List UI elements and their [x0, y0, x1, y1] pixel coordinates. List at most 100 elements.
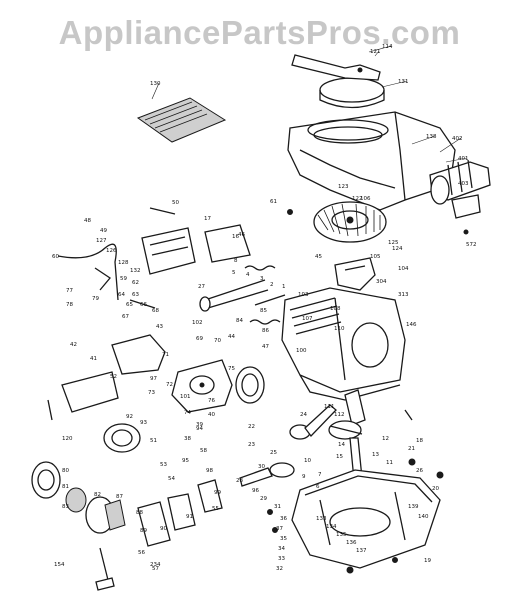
fasteners	[47, 207, 469, 574]
part-label-43: 43	[156, 324, 163, 330]
part-label-17: 17	[204, 216, 211, 222]
part-label-53: 53	[160, 462, 167, 468]
part-label-11: 11	[386, 460, 393, 466]
part-label-94: 94	[196, 426, 203, 432]
part-label-12: 12	[382, 436, 389, 442]
part-label-105: 105	[370, 254, 381, 260]
part-label-34: 34	[278, 546, 285, 552]
part-label-95: 95	[182, 458, 189, 464]
part-label-89: 89	[140, 528, 147, 534]
part-label-107: 107	[302, 316, 313, 322]
part-label-108: 108	[330, 306, 341, 312]
part-label-71: 71	[162, 352, 169, 358]
leader-line-402	[439, 137, 462, 153]
part-label-63: 63	[132, 292, 139, 298]
part-label-69: 69	[196, 336, 203, 342]
air-filter	[136, 97, 227, 143]
part-label-304: 304	[376, 279, 387, 285]
part-label-127: 127	[96, 238, 107, 244]
part-label-15: 15	[336, 454, 343, 460]
part-label-83: 83	[62, 504, 69, 510]
part-label-7: 7	[318, 472, 322, 478]
part-label-87: 87	[116, 494, 123, 500]
oil-sump	[291, 469, 441, 569]
part-label-88: 88	[136, 510, 143, 516]
part-label-18: 18	[416, 438, 423, 444]
part-label-112: 112	[334, 412, 345, 418]
part-label-96: 96	[252, 488, 259, 494]
part-label-81: 81	[62, 484, 69, 490]
part-label-35: 35	[280, 536, 287, 542]
part-label-38: 38	[184, 436, 191, 442]
part-label-27: 27	[198, 284, 205, 290]
part-label-39: 39	[196, 422, 203, 428]
valve-cover	[141, 224, 251, 275]
part-label-37: 37	[276, 526, 283, 532]
part-label-139: 139	[408, 504, 419, 510]
blower-housing	[287, 111, 456, 211]
part-label-28: 28	[236, 478, 243, 484]
part-label-134: 134	[326, 524, 337, 530]
carburetor	[111, 334, 265, 413]
part-label-46: 46	[238, 232, 245, 238]
part-label-132: 132	[130, 268, 141, 274]
part-label-86: 86	[262, 328, 269, 334]
part-label-93: 93	[140, 420, 147, 426]
part-label-128: 128	[118, 260, 129, 266]
part-label-313: 313	[398, 292, 409, 298]
part-label-6: 6	[316, 484, 320, 490]
part-label-5: 5	[232, 270, 236, 276]
part-label-65: 65	[126, 302, 133, 308]
part-label-56: 56	[138, 550, 145, 556]
leader-line-401	[445, 157, 468, 163]
part-label-98: 98	[206, 468, 213, 474]
leader-line-138	[411, 135, 436, 145]
muffler	[429, 159, 491, 219]
part-label-3: 3	[260, 276, 264, 282]
part-label-110: 110	[334, 326, 345, 332]
part-label-72: 72	[166, 382, 173, 388]
part-label-33: 33	[278, 556, 285, 562]
part-label-44: 44	[228, 334, 235, 340]
part-label-73: 73	[148, 390, 155, 396]
part-label-55: 55	[212, 506, 219, 512]
part-label-25: 25	[270, 450, 277, 456]
part-label-74: 74	[184, 410, 191, 416]
ignition-module	[334, 257, 376, 291]
part-label-572: 572	[466, 242, 477, 248]
part-label-403: 403	[458, 181, 469, 187]
part-label-60: 60	[52, 254, 59, 260]
leader-line-131	[381, 80, 408, 88]
part-label-67: 67	[122, 314, 129, 320]
part-label-47: 47	[262, 344, 269, 350]
part-label-19: 19	[424, 558, 431, 564]
part-label-101: 101	[180, 394, 191, 400]
leader-line-114	[368, 45, 392, 53]
part-label-97: 97	[150, 376, 157, 382]
part-label-146: 146	[406, 322, 417, 328]
air-cleaner-housing	[31, 371, 141, 534]
part-label-90: 90	[160, 526, 167, 532]
part-label-135: 135	[336, 532, 347, 538]
part-label-66: 66	[140, 302, 147, 308]
part-label-52: 52	[110, 374, 117, 380]
part-label-20: 20	[432, 486, 439, 492]
part-label-48: 48	[84, 218, 91, 224]
part-label-59: 59	[120, 276, 127, 282]
part-label-100: 100	[296, 348, 307, 354]
part-label-36: 36	[280, 516, 287, 522]
part-label-30: 30	[258, 464, 265, 470]
part-label-122: 122	[352, 196, 363, 202]
part-label-16: 16	[232, 234, 239, 240]
part-label-111: 111	[324, 404, 335, 410]
part-label-78: 78	[66, 302, 73, 308]
part-label-22: 22	[248, 424, 255, 430]
part-label-1: 1	[282, 284, 286, 290]
part-label-8: 8	[234, 258, 238, 264]
part-label-57: 57	[152, 566, 159, 572]
part-label-126: 126	[106, 248, 117, 254]
part-label-68: 68	[152, 308, 159, 314]
part-label-84: 84	[236, 318, 243, 324]
